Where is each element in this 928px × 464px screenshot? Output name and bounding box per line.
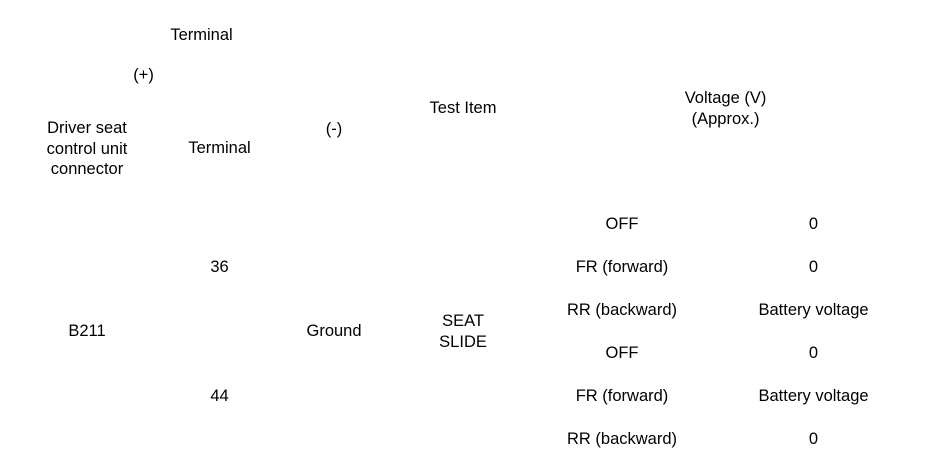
cell-voltage: 0 bbox=[710, 332, 918, 375]
table-row: RR (backward) 0 bbox=[11, 418, 918, 461]
header-row-terminal-group: Terminal Test Item Voltage (V) (Approx.) bbox=[11, 15, 918, 203]
cell-condition: FR (forward) bbox=[534, 246, 711, 289]
header-negative: (-) bbox=[276, 57, 393, 203]
cell-condition: FR (forward) bbox=[534, 375, 711, 418]
cell-condition: OFF bbox=[534, 203, 711, 246]
table-row: FR (forward) 0 bbox=[11, 246, 918, 289]
header-connector: Driver seat control unit connector bbox=[11, 95, 163, 203]
header-test-item: Test Item bbox=[392, 15, 535, 203]
table-row: B211 36 Ground SEAT SLIDE OFF 0 bbox=[11, 203, 918, 461]
cell-condition: RR (backward) bbox=[534, 418, 711, 461]
header-voltage: Voltage (V) (Approx.) bbox=[534, 15, 918, 203]
cell-connector-b211: B211 bbox=[11, 203, 163, 461]
table-row: FR (forward) Battery voltage bbox=[11, 375, 918, 418]
cell-terminal-44: 44 bbox=[163, 332, 276, 461]
header-positive: (+) bbox=[11, 57, 276, 95]
cell-voltage: 0 bbox=[710, 246, 918, 289]
terminal-voltage-table: Terminal Test Item Voltage (V) (Approx.)… bbox=[11, 15, 918, 461]
table-row: 44 OFF 0 bbox=[11, 332, 918, 461]
header-terminal-group: Terminal bbox=[11, 15, 393, 57]
header-row-columns: Driver seat control unit connector Termi… bbox=[11, 95, 917, 203]
cell-voltage: Battery voltage bbox=[710, 375, 918, 418]
cell-voltage: 0 bbox=[710, 418, 918, 461]
table-row: RR (backward) Battery voltage bbox=[11, 289, 918, 332]
cell-condition: OFF bbox=[534, 332, 711, 375]
cell-voltage: Battery voltage bbox=[710, 289, 918, 332]
cell-condition: RR (backward) bbox=[534, 289, 711, 332]
cell-terminal-36: 36 bbox=[163, 203, 276, 332]
cell-ground: Ground bbox=[276, 203, 393, 461]
cell-voltage: 0 bbox=[710, 203, 918, 246]
header-row-polarity: (+) (-) bbox=[11, 57, 917, 203]
cell-test-item-seat-slide: SEAT SLIDE bbox=[392, 203, 535, 461]
header-terminal: Terminal bbox=[163, 95, 276, 203]
